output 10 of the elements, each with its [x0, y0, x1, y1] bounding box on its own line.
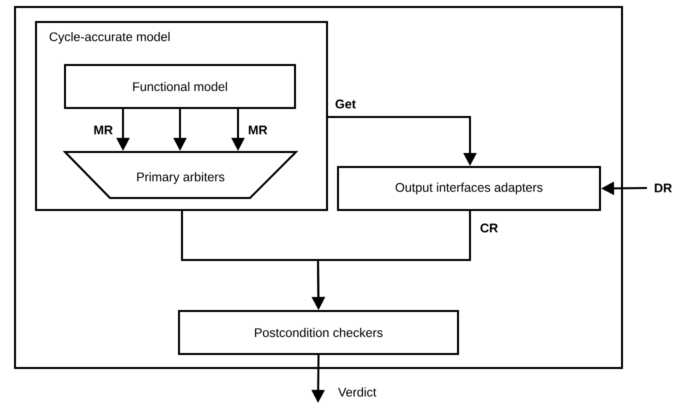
process-box: Output interfaces adapters: [337, 166, 601, 212]
edge-label: Get: [334, 98, 357, 110]
outer-box: [14, 6, 624, 369]
edge-label: Verdict: [337, 386, 378, 398]
edge-label: CR: [479, 222, 500, 234]
process-box: Functional model: [64, 64, 296, 110]
edge-label: MR: [247, 124, 269, 136]
process-box: Postcondition checkers: [178, 310, 460, 355]
edge-label: DR: [653, 182, 674, 194]
edge-label: MR: [92, 124, 114, 136]
